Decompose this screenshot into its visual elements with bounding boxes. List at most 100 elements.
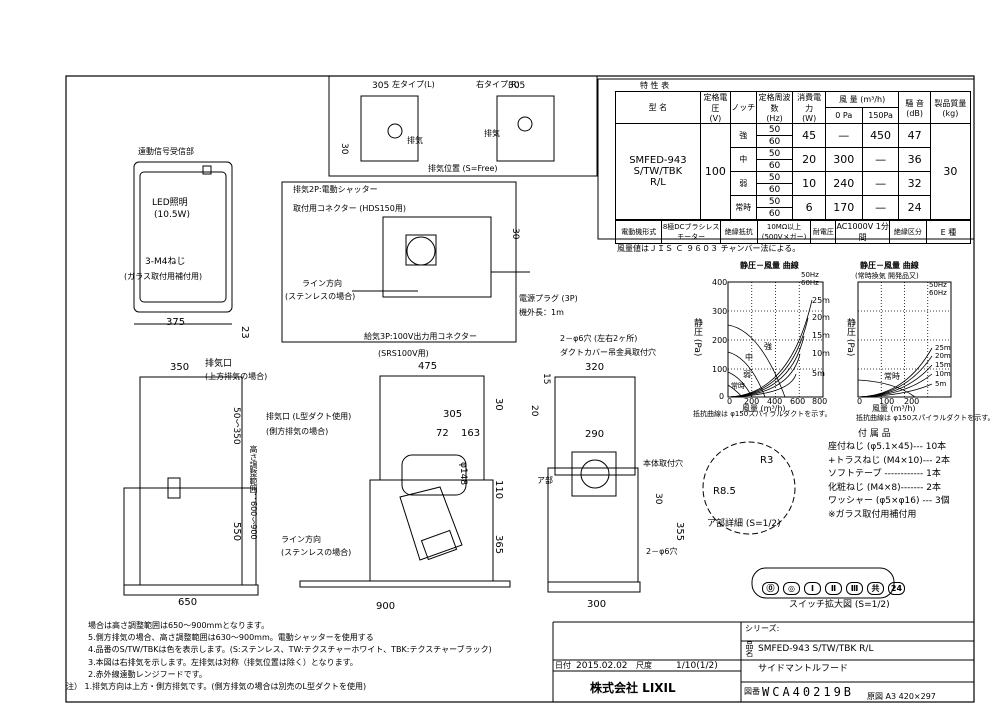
detail-a-circle <box>702 441 796 535</box>
note-line: 3.本図は右排気を示します。左排気は対称（排気位置は除く）となります。 <box>88 657 358 667</box>
note-line: 4.品番のS/TW/TBKは色を表示します。(S:ステンレス、TW:テクスチャー… <box>88 645 492 655</box>
accessory-item: ワッシャー (φ5×φ16) --- 3個 <box>828 496 950 506</box>
drawing-number: WCA40219B <box>762 685 855 699</box>
cr-duct-20: 20m <box>935 352 951 360</box>
em-phi148: φ148 <box>458 462 468 486</box>
cr-xtick-200: 200 <box>904 397 920 406</box>
plug-label: 電源プラグ (3P) <box>519 294 578 303</box>
switch-24-button[interactable]: 24 <box>888 582 905 595</box>
switch-3-button[interactable]: Ⅲ <box>846 582 863 595</box>
cr-duct-10: 10m <box>935 370 951 378</box>
switch-off-button[interactable]: ⓪ <box>762 582 779 595</box>
cl-xtick-0: 0 <box>727 397 733 406</box>
er-d320: 320 <box>585 362 605 373</box>
er-d15: 15 <box>541 373 551 385</box>
cl-duct-10: 10m <box>812 349 830 358</box>
spec-note: 風量値はＪＩＳ Ｃ ９６０３ チャンバー法による。 <box>617 244 801 253</box>
cr-xtick-0: 0 <box>857 397 863 406</box>
em-line: ライン方向 <box>281 535 321 544</box>
top-d305: 305 <box>372 81 390 91</box>
em-d365: 365 <box>493 535 504 555</box>
accessory-item: 化粧ねじ (M4×8)------- 2本 <box>828 482 941 493</box>
el-exhaust-sub: (上方排気の場合) <box>205 372 268 381</box>
cl-xtick-600: 600 <box>790 397 806 406</box>
inner-line-sub: (ステンレスの場合) <box>285 292 356 301</box>
switch-1-button[interactable]: Ⅰ <box>804 582 821 595</box>
chart-left-xlabel: 風量 (m³/h) <box>742 404 786 413</box>
cl-curve-strong <box>727 324 786 398</box>
cr-curve-always <box>857 379 916 398</box>
accessories-list: 座付ねじ (φ5.1×45)--- 10本 +トラスねじ (M4×10)--- … <box>828 441 950 522</box>
el-d650: 650 <box>178 597 198 608</box>
detail-a-caption: ア部詳細 (S=1/2) <box>707 519 781 529</box>
er-d300: 300 <box>587 599 607 610</box>
note-line: 場合は高さ調整範囲は650～900mmとなります。 <box>88 621 270 630</box>
detail-r85: R8.5 <box>713 486 736 497</box>
el-exhaust: 排気口 <box>205 359 233 369</box>
right-type-label: 右タイプ(R) <box>476 80 520 89</box>
paper-size: 原図 A3 420×297 <box>867 692 936 701</box>
exhaust-left: 排気 <box>407 136 423 145</box>
note-line: 2.赤外線遠動レンジフードです。 <box>88 669 207 679</box>
er-d290: 290 <box>585 429 605 440</box>
cr-duct-5: 5m <box>935 380 947 388</box>
chart-right-subtitle: (常時換気 開発品又) <box>855 272 919 280</box>
er-d20: 20 <box>529 405 539 417</box>
switch-common-button[interactable]: 共 <box>867 582 884 595</box>
exhaust-position-box <box>328 75 598 177</box>
em-d30: 30 <box>493 398 504 411</box>
led-label: LED照明 <box>152 198 188 208</box>
exhaust-right: 排気 <box>484 129 500 138</box>
connector-label: 取付用コネクター (HDS150用) <box>293 204 406 213</box>
left-type-label: 左タイプ(L) <box>392 80 435 89</box>
cr-xtick-100: 100 <box>879 397 895 406</box>
er-holes: 2－φ6穴 <box>646 547 678 556</box>
cl-xtick-200: 200 <box>744 397 760 406</box>
em-d305: 305 <box>443 409 463 420</box>
switch-light-button[interactable]: ◎ <box>783 582 800 595</box>
er-duct-cover: ダクトカバー吊金具取付穴 <box>560 348 656 357</box>
cr-duct-25: 25m <box>935 344 951 352</box>
cl-ytick-100: 100 <box>712 365 728 374</box>
cl-ytick-200: 200 <box>712 336 728 345</box>
cl-curve-mid <box>727 351 766 398</box>
accessories-title: 付 属 品 <box>858 429 891 439</box>
em-exhaust: 排気口 (L型ダクト使用) <box>266 412 352 421</box>
chart-left-ylabel: 静圧 (Pa) <box>692 318 702 357</box>
front-view-hood <box>133 161 233 313</box>
cl-xtick-800: 800 <box>812 397 828 406</box>
right-elevation-chimney <box>554 376 636 476</box>
em-d72: 72 <box>436 428 449 439</box>
notes-block: 場合は高さ調整範囲は650～900mmとなります。 5.側方排気の場合、高さ調整… <box>66 620 492 693</box>
switch-2-button[interactable]: Ⅱ <box>825 582 842 595</box>
series-label: シリーズ: <box>745 624 780 633</box>
em-d110: 110 <box>493 480 504 500</box>
chart-right-title: 静圧－風量 曲線 <box>860 261 919 270</box>
exhaust-position-caption: 排気位置 (S=Free) <box>428 164 498 173</box>
cl-ytick-0: 0 <box>719 392 725 401</box>
accessory-item: ソフトテープ ------------ 1本 <box>828 469 941 479</box>
em-line-sub: (ステンレスの場合) <box>281 548 352 557</box>
inner-view-box <box>281 181 517 343</box>
cl-duct-15: 15m <box>812 331 830 340</box>
er-a-part: ア部 <box>537 476 553 485</box>
em-d475: 475 <box>418 361 438 372</box>
model-text: SMFED-943 S/TW/TBK R/L <box>758 644 874 654</box>
chart-left-note: 抵抗曲線は φ150スパイラルダクトを示す。 <box>693 410 832 418</box>
cl-duct-25: 25m <box>812 296 830 305</box>
cr-duct-curve <box>857 383 933 398</box>
h-model: 型 名 <box>615 91 701 124</box>
scale-value: 1/10(1/2) <box>676 661 718 671</box>
l-duct <box>399 486 463 561</box>
front-d23: 23 <box>239 326 250 339</box>
cl-duct-5: 5m <box>812 369 825 378</box>
el-d350: 350 <box>170 362 190 373</box>
cl-ytick-400: 400 <box>712 278 728 287</box>
accessory-item: 座付ねじ (φ5.1×45)--- 10本 <box>828 442 947 452</box>
company-name: 株式会社 LIXIL <box>590 681 676 695</box>
em-d163: 163 <box>461 428 481 439</box>
spec-table: 型 名 定格電圧(V) ノッチ 定格周波数(Hz) 消費電力(W) 風 量 (m… <box>615 91 972 220</box>
shutter-label: 排気2P:電動シャッター <box>293 185 378 194</box>
